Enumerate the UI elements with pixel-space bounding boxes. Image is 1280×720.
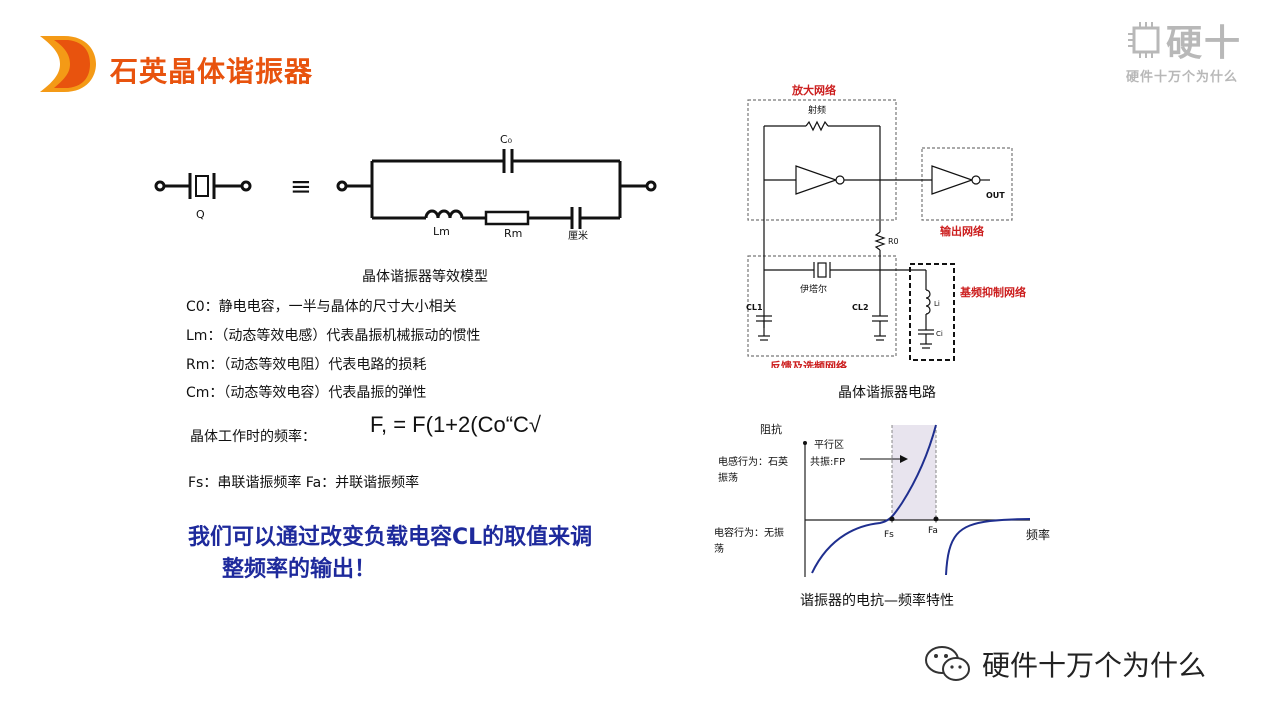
fs-fa-note: Fs：串联谐振频率 Fa：并联谐振频率 (188, 475, 420, 491)
amplifier-network-box (747, 99, 897, 221)
brand-subtitle: 硬件十万个为什么 (1126, 70, 1239, 85)
brand-name: 硬十 (1166, 23, 1243, 64)
crystal-label: 伊塔尔 (800, 283, 827, 295)
reactance-caption: 谐振器的电抗—频率特性 (800, 593, 954, 609)
desc-rm: Rm：（动态等效电阻）代表电路的损耗 (186, 357, 427, 373)
suppression-network-label: 基频抑制网络 (959, 285, 1026, 299)
cl1-label: CL1 (746, 303, 763, 312)
brand-chip-icon (1128, 22, 1160, 58)
desc-cm: Cm：（动态等效电容）代表晶振的弹性 (186, 385, 427, 401)
page-title: 石英晶体谐振器 (110, 55, 314, 88)
inductive-label-2: 振荡 (718, 471, 738, 484)
rf-label: 射频 (808, 104, 826, 116)
feedback-network-box (747, 255, 897, 357)
impedance-label: 阻抗 (760, 422, 782, 436)
out-label: OUT (986, 191, 1005, 200)
parallel-region (892, 425, 936, 520)
logo-chevron-icon (40, 36, 100, 96)
desc-lm: Lm：（动态等效电感）代表晶振机械振动的惯性 (186, 328, 481, 344)
suppression-network-box (909, 263, 955, 361)
label-c0: C₀ (500, 133, 513, 146)
watermark-text: 硬件十万个为什么 (982, 649, 1207, 682)
fs-marker-label: Fs (884, 530, 894, 540)
output-network-label: 输出网络 (940, 224, 984, 238)
fa-marker-label: Fa (928, 526, 938, 536)
ci-label: Ci (936, 330, 943, 338)
highlight-line-1: 我们可以通过改变负载电容CL的取值来调 (188, 525, 593, 550)
freq-formula: F, = F(1+2(Co“C√ (370, 412, 542, 437)
equivalent-model-diagram: Q ≡ C₀ Lm Rm 厘米 (154, 133, 657, 242)
li-label: Li (934, 300, 940, 308)
desc-c0: C0：静电电容，一半与晶体的尺寸大小相关 (186, 299, 457, 315)
capacitive-label-1: 电容行为：无振 (714, 526, 784, 539)
inductive-label-1: 电感行为：石英 (718, 455, 788, 468)
highlight-line-2: 整频率的输出！ (222, 557, 377, 582)
output-network-box (921, 147, 1013, 221)
capacitive-label-2: 荡 (714, 543, 724, 555)
feedback-network-label: 反馈及选频网络 (770, 359, 847, 368)
label-lm: Lm (433, 225, 450, 238)
wechat-icon (925, 646, 970, 681)
label-rm: Rm (504, 227, 522, 240)
wechat-watermark: 硬件十万个为什么 (922, 644, 1206, 684)
label-cm: 厘米 (568, 229, 588, 242)
r0-label: R0 (888, 237, 899, 246)
resonance-label: 共振:FP (810, 455, 845, 468)
brand-logo: 硬十 硬件十万个为什么 (1126, 14, 1266, 85)
reactance-frequency-diagram: 阻抗 平行区 共振:FP 电感行为：石英 振荡 电容行为：无振 荡 Fs Fa … (714, 422, 1050, 577)
circuit-caption: 晶体谐振器电路 (838, 385, 936, 401)
model-caption: 晶体谐振器等效模型 (362, 269, 488, 285)
frequency-axis-label: 频率 (1026, 527, 1050, 542)
freq-label: 晶体工作时的频率： (190, 429, 316, 445)
oscillator-circuit-diagram: 放大网络 射频 OUT 输出网络 R0 伊塔尔 CL1 CL2 基频抑制网络 L… (746, 83, 1026, 368)
label-q: Q (196, 208, 205, 221)
cl2-label: CL2 (852, 303, 869, 312)
equivalence-symbol: ≡ (290, 172, 312, 202)
parallel-zone-label: 平行区 (814, 438, 844, 451)
amp-network-label: 放大网络 (791, 83, 836, 97)
